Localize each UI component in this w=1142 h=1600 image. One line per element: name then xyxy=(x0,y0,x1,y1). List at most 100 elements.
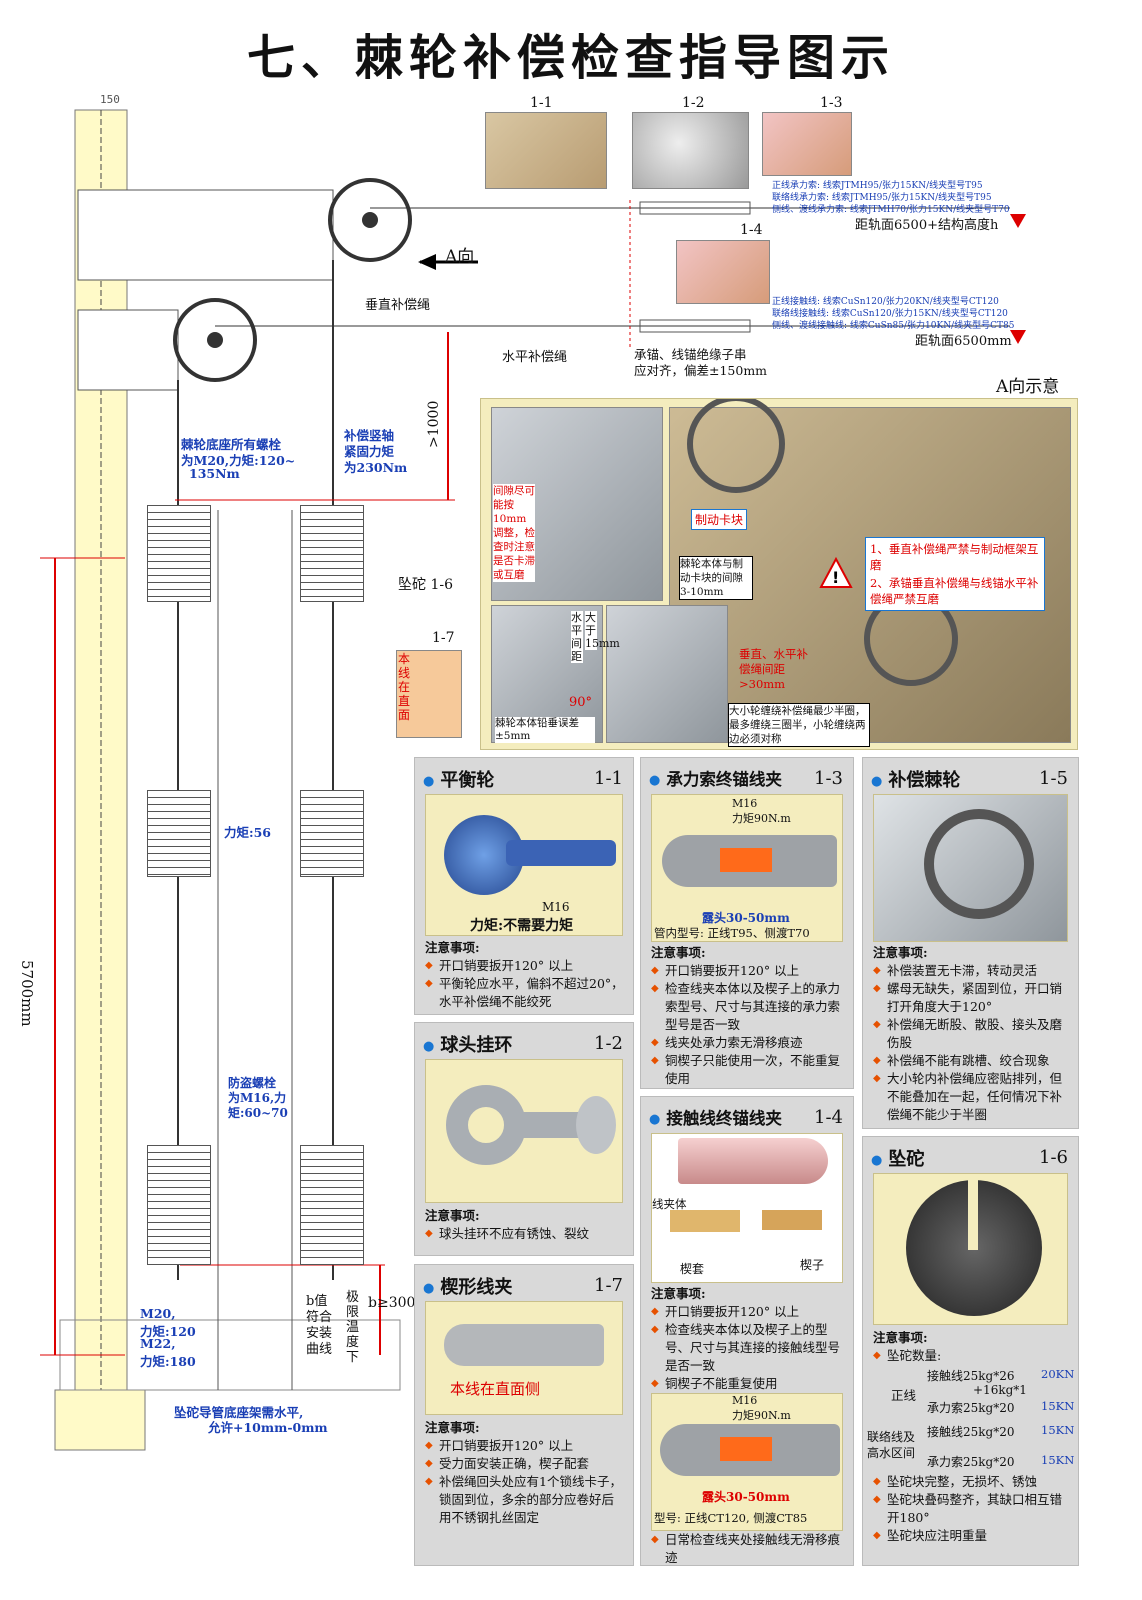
note-item: 开口销要扳开120° 以上 xyxy=(651,962,845,980)
contact-clamp-photo: M16 力矩90N.m 露头30-50mm 型号: 正线CT120, 侧渡CT8… xyxy=(651,1393,843,1531)
panel-balance-wheel: 平衡轮 1-1 M16 力矩:不需要力矩 注意事项: 开口销要扳开120° 以上… xyxy=(414,757,634,1015)
panel-number: 1-3 xyxy=(814,768,843,789)
ball-shape xyxy=(576,1096,616,1154)
b-value-2: 符合 xyxy=(306,1310,333,1325)
dist-top: 距轨面6500+结构高度h xyxy=(855,218,999,233)
panel-title: 接触线终锚线夹 xyxy=(649,1105,782,1129)
sleeve-label: 楔套 xyxy=(680,1262,705,1276)
label-1-1: 1-1 xyxy=(530,95,553,111)
notes-heading: 注意事项: xyxy=(873,945,928,960)
main-a: 接触线25kg*26 xyxy=(927,1369,1015,1383)
b-value-3: 安装 xyxy=(306,1326,333,1341)
link-c-kn: 15KN xyxy=(1041,1453,1075,1467)
note-item: 坠砣块完整，无损坏、锈蚀 xyxy=(873,1473,1070,1491)
note-item: 线夹处承力索无滑移痕迹 xyxy=(651,1034,845,1052)
m16-label: M16 xyxy=(542,900,570,914)
ratchet-wheel-photo xyxy=(606,605,728,743)
panel-number: 1-7 xyxy=(594,1275,623,1296)
counterweight-photo xyxy=(873,1173,1068,1325)
messenger-clamp-photo: M16 力矩90N.m 露头30-50mm 管内型号: 正线T95、侧渡T70 xyxy=(651,794,843,942)
guide-pipe-1: 坠砣导管底座架需水平, xyxy=(174,1405,304,1420)
notes-heading: 注意事项: xyxy=(425,1420,480,1435)
wedge-label: 楔子 xyxy=(800,1258,825,1272)
notes-heading: 注意事项: xyxy=(425,940,480,955)
notes-2: 坠砣块完整，无损坏、锈蚀 坠砣块叠码整齐，其缺口相互错开180° 坠砣块应注明重… xyxy=(873,1473,1070,1545)
cable-bot-line3: 侧线、渡线接触线: 线索CuSn85/张力10KN/线夹型号CT85 xyxy=(772,321,1015,331)
note-item: 日常检查线夹处接触线无滑移痕迹 xyxy=(651,1531,845,1567)
m20-1: M20, xyxy=(140,1306,176,1321)
counterweight-stack xyxy=(300,1145,364,1265)
ball-clevis-photo-1-1 xyxy=(485,112,607,189)
main-line-label: 正线 xyxy=(891,1388,917,1403)
note-item: 补偿绳无断股、散股、接头及磨伤股 xyxy=(873,1016,1070,1052)
clamp-photo-1-4 xyxy=(676,240,770,304)
vertical-rope-label: 垂直补偿绳 xyxy=(365,298,431,313)
dist-bottom: 距轨面6500mm xyxy=(915,334,1012,349)
slot-shape xyxy=(968,1180,978,1250)
panel-number: 1-2 xyxy=(594,1033,623,1054)
torque-label: 力矩:不需要力矩 xyxy=(470,918,574,934)
notes: 注意事项: 开口销要扳开120° 以上 检查线夹本体以及楔子上的承力索型号、尺寸… xyxy=(651,944,845,1088)
dim-1000: >1000 xyxy=(426,400,442,448)
label-1-4: 1-4 xyxy=(740,222,763,238)
base-bolts-1: 棘轮底座所有螺栓 xyxy=(181,437,282,452)
extreme-temp: 极限温度下 xyxy=(346,1290,360,1365)
count-table: 正线 接触线25kg*26 20KN +16kg*1 承力索25kg*20 15… xyxy=(867,1367,1075,1487)
label-1-7: 1-7 xyxy=(432,630,455,646)
warning-box: 1、垂直补偿绳严禁与制动框架互磨 2、承锚垂直补偿绳与线锚水平补偿绳严禁互磨 xyxy=(865,537,1045,611)
notes-heading: 注意事项: xyxy=(651,1286,706,1301)
a-view-panel: ! 间隙尽可能按10mm调整，检查时注意是否卡滞或互磨 制动卡块 棘轮本体与制动… xyxy=(480,398,1078,750)
link-c: 承力索25kg*20 xyxy=(927,1455,1015,1469)
img-note: 本线在直面侧 xyxy=(450,1380,541,1398)
panel-ratchet: 补偿棘轮 1-5 注意事项: 补偿装置无卡滞，转动灵活 螺母无缺失，紧固到位，开… xyxy=(862,757,1079,1129)
panel-number: 1-1 xyxy=(594,768,623,789)
type-label: 型号: 正线CT120, 侧渡CT85 xyxy=(654,1511,808,1525)
anti-theft-1: 防盗螺栓 xyxy=(228,1076,277,1090)
insulator-note-1: 承锚、线锚绝缘子串 xyxy=(634,347,747,362)
wedge-clamp-photo xyxy=(396,650,462,738)
page-title: 七、棘轮补偿检查指导图示 xyxy=(246,30,895,86)
label-1-7-note: 本线在直面 xyxy=(398,652,411,722)
vh-gap: 垂直、水平补偿绳间距>30mm xyxy=(739,647,808,691)
notes: 注意事项: 补偿装置无卡滞，转动灵活 螺母无缺失，紧固到位，开口销打开角度大于1… xyxy=(873,944,1070,1124)
balance-wheel-photo: M16 力矩:不需要力矩 xyxy=(425,794,623,936)
cable-top-line1: 正线承力索: 线索JTMH95/张力15KN/线夹型号T95 xyxy=(772,181,983,191)
note-item: 补偿装置无卡滞，转动灵活 xyxy=(873,962,1070,980)
counterweight-stack xyxy=(147,790,211,877)
main-c-kn: 15KN xyxy=(1041,1399,1075,1413)
anti-theft-3: 矩:60~70 xyxy=(228,1106,288,1120)
view-a-label: A向示意 xyxy=(996,377,1060,397)
counterweight-stack xyxy=(147,1145,211,1265)
main-b: +16kg*1 xyxy=(973,1383,1027,1397)
svg-text:!: ! xyxy=(832,568,839,587)
notes: 注意事项: 球头挂环不应有锈蚀、裂纹 xyxy=(425,1207,625,1243)
body-gap-note: 棘轮本体与制动卡块的间隙3-10mm xyxy=(679,556,753,600)
notes-heading: 注意事项: xyxy=(425,1208,480,1223)
horizontal-rope-label: 水平补偿绳 xyxy=(502,350,568,365)
notes: 注意事项: 坠砣数量: xyxy=(873,1329,1070,1365)
brake-block-label: 制动卡块 xyxy=(691,509,748,530)
b-value-4: 曲线 xyxy=(306,1342,333,1357)
torque-56: 力矩:56 xyxy=(224,825,272,840)
note-item: 受力面安装正确，楔子配套 xyxy=(425,1455,625,1473)
panel-title: 平衡轮 xyxy=(423,766,494,792)
dim-150: 150 xyxy=(100,93,120,106)
ball-eye-photo xyxy=(425,1059,623,1203)
note-item: 开口销要扳开120° 以上 xyxy=(651,1303,845,1321)
torque-label: 力矩90N.m xyxy=(732,1409,791,1422)
base-bolts-3: 135Nm xyxy=(189,466,240,481)
panel-title: 补偿棘轮 xyxy=(871,766,960,792)
anti-theft-2: 为M16,力 xyxy=(228,1091,287,1105)
clamp-photo-1-3 xyxy=(762,112,852,176)
note-item: 大小轮内补偿绳应密贴排列，但不能叠加在一起，任何情况下补偿绳不能少于半圈 xyxy=(873,1070,1070,1124)
note-item: 补偿绳不能有跳槽、绞合现象 xyxy=(873,1052,1070,1070)
horiz-gap-2: 大于15mm xyxy=(585,611,620,650)
angle-label: 90° xyxy=(569,695,593,710)
cable-strip xyxy=(480,200,1026,350)
panel-counterweight: 坠砣 1-6 注意事项: 坠砣数量: 正线 接触线25kg*26 20KN +1… xyxy=(862,1136,1079,1566)
shaft-1: 补偿竖轴 xyxy=(344,428,395,443)
insulator-note-2: 应对齐，偏差±150mm xyxy=(634,363,768,378)
dim-5700: 5700mm xyxy=(18,960,36,1027)
shaft-2: 紧固力矩 xyxy=(344,444,395,459)
m22-1: M22, xyxy=(140,1336,176,1351)
